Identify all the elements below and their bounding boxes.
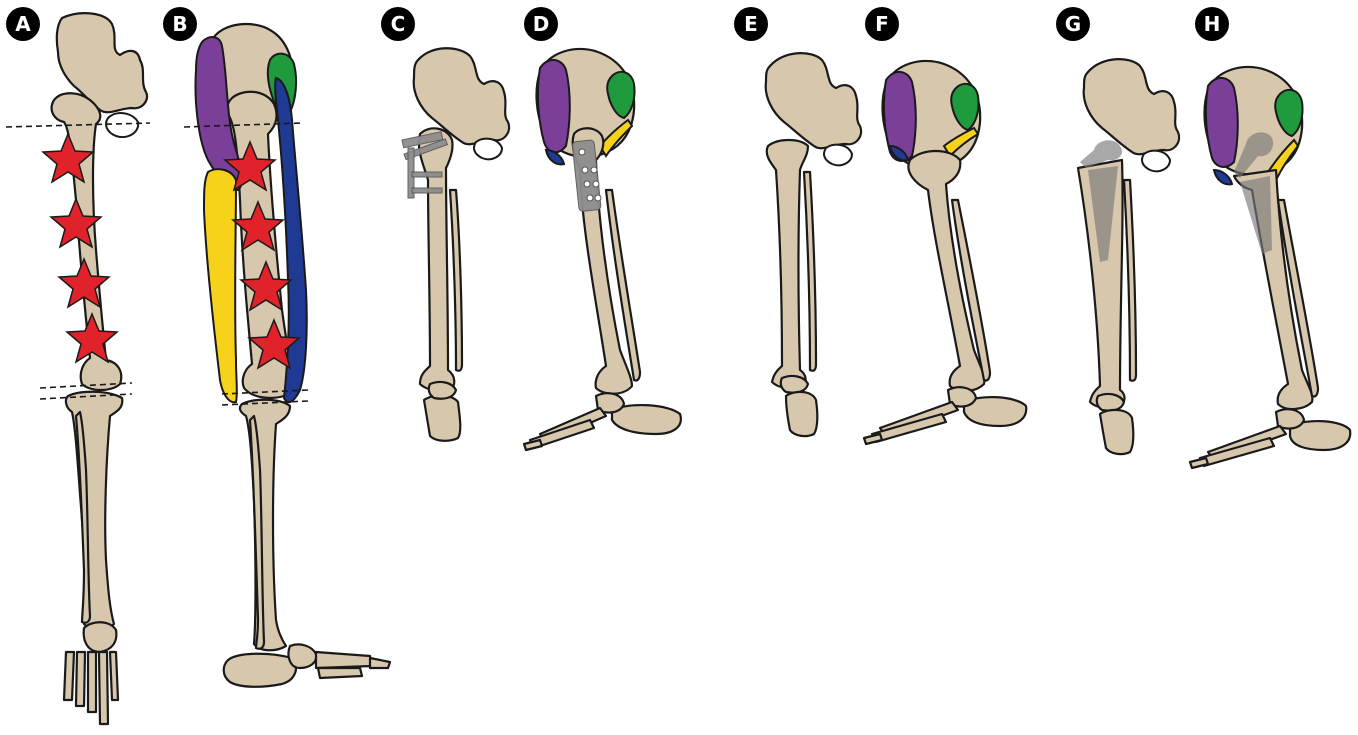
calcaneus-e (786, 392, 817, 436)
badge-h-label: H (1204, 12, 1221, 36)
obturator-c (474, 139, 502, 160)
muscle-purple-d (538, 60, 570, 152)
obturator-e (824, 145, 852, 166)
talus-c (429, 382, 456, 399)
muscle-purple-f (884, 72, 916, 161)
panel-c: C (381, 7, 509, 441)
pelvis-e (766, 53, 861, 148)
obturator-a (106, 113, 138, 137)
panel-d: D (524, 7, 681, 450)
panel-g: G (1056, 7, 1179, 454)
calcaneus-g (1100, 410, 1133, 454)
panel-h: H (1190, 7, 1350, 468)
panel-f: F (864, 7, 1026, 444)
muscle-blue-h (1214, 170, 1232, 184)
tibia-a (66, 392, 122, 629)
badge-b: B (163, 7, 197, 41)
badge-e-label: E (744, 12, 758, 36)
tibia-b (240, 400, 290, 651)
badge-e: E (734, 7, 768, 41)
badge-c: C (381, 7, 415, 41)
tibia-c (424, 396, 460, 441)
foot-h (1190, 409, 1350, 468)
pelvis-g (1084, 59, 1179, 154)
foot-d (524, 393, 681, 450)
fibula-c (450, 190, 462, 371)
tibia-e (767, 140, 808, 388)
talus-g (1097, 394, 1124, 411)
foot-b (224, 644, 390, 686)
badge-c-label: C (391, 12, 406, 36)
obturator-g (1142, 151, 1170, 172)
badge-g: G (1056, 7, 1090, 41)
badge-b-label: B (172, 12, 187, 36)
badge-d-label: D (533, 12, 550, 36)
muscle-purple-h (1206, 78, 1238, 167)
panel-b: B (163, 7, 390, 687)
panel-e: E (734, 7, 861, 436)
muscle-blue-d (546, 150, 564, 164)
foot-f (864, 387, 1026, 444)
talus-e (781, 376, 808, 393)
fibula-e (804, 172, 816, 371)
badge-f: F (865, 7, 899, 41)
fibula-g (1124, 180, 1136, 381)
badge-f-label: F (875, 12, 889, 36)
badge-g-label: G (1065, 12, 1081, 36)
badge-a-label: A (15, 12, 31, 36)
femur-c (419, 128, 454, 390)
badge-d: D (524, 7, 558, 41)
badge-a: A (6, 7, 40, 41)
foot-a (64, 622, 118, 724)
muscle-yellow-b (204, 169, 237, 402)
panel-a: A (6, 7, 150, 724)
badge-h: H (1195, 7, 1229, 41)
